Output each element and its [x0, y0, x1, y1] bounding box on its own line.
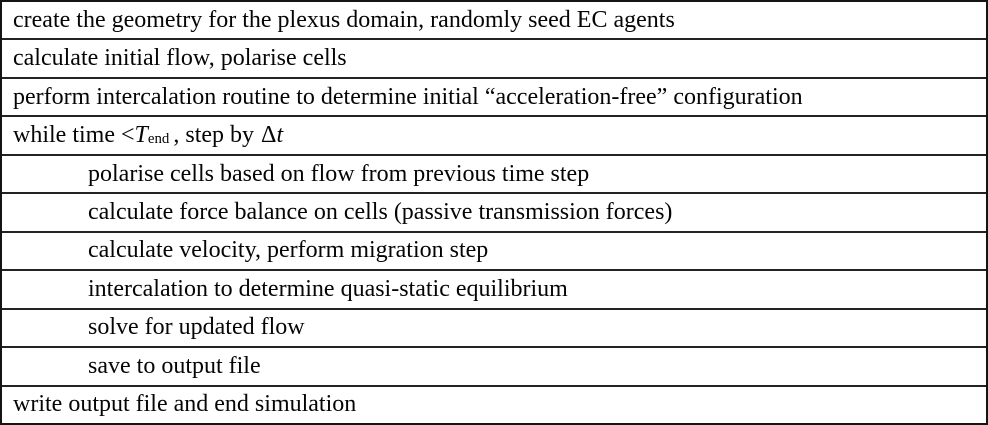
table-row: calculate initial flow, polarise cells: [2, 40, 986, 79]
step-text: write output file and end simulation: [13, 391, 357, 418]
delta-t-variable: t: [276, 122, 284, 149]
step-text: save to output file: [88, 352, 261, 379]
table-row: calculate force balance on cells (passiv…: [2, 194, 986, 233]
step-text: create the geometry for the plexus domai…: [13, 6, 675, 33]
table-row: solve for updated flow: [2, 310, 986, 349]
table-row: polarise cells based on flow from previo…: [2, 156, 986, 195]
table-row: perform intercalation routine to determi…: [2, 79, 986, 118]
step-text: calculate force balance on cells (passiv…: [88, 198, 673, 225]
table-row: create the geometry for the plexus domai…: [2, 2, 986, 41]
step-text: polarise cells based on flow from previo…: [88, 160, 590, 187]
step-text: calculate velocity, perform migration st…: [88, 237, 489, 264]
while-condition-text: while time <: [13, 122, 135, 149]
table-row: write output file and end simulation: [2, 387, 986, 423]
step-text: perform intercalation routine to determi…: [13, 83, 803, 110]
table-row: intercalation to determine quasi-static …: [2, 271, 986, 310]
step-text: intercalation to determine quasi-static …: [88, 275, 568, 302]
t-end-subscript: end: [147, 131, 170, 148]
while-step-text: , step by: [173, 122, 255, 149]
table-row: save to output file: [2, 348, 986, 387]
delta-symbol: Δ: [261, 122, 277, 149]
step-text: solve for updated flow: [88, 314, 305, 341]
step-text: calculate initial flow, polarise cells: [13, 45, 347, 72]
table-row: calculate velocity, perform migration st…: [2, 233, 986, 272]
t-end-symbol: T: [134, 122, 148, 149]
